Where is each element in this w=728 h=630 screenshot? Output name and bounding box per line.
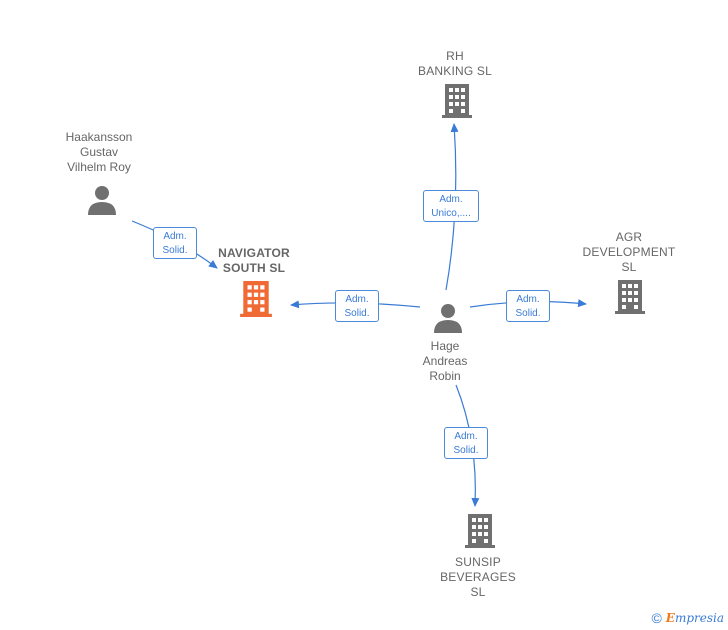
edge-label-line1: Adm. [516,294,540,305]
building-icon[interactable] [240,281,272,317]
edge-label-hage-rh-banking[interactable]: Adm. Unico,.... [423,190,479,222]
building-icon[interactable] [442,84,472,118]
copyright-icon: © [651,610,662,626]
edge-label-haakansson-navigator[interactable]: Adm. Solid. [153,227,197,259]
node-navigator-label[interactable]: NAVIGATOR SOUTH SL [218,246,290,275]
brand-logo: Empresia [666,611,724,625]
footer-brand: © Empresia [651,610,724,626]
node-hage-label[interactable]: Hage Andreas Robin [422,339,468,383]
person-icon[interactable] [433,303,463,333]
node-sunsip-label[interactable]: SUNSIP BEVERAGES SL [440,555,516,599]
edge-label-line2: Unico,.... [431,208,471,219]
edge-label-hage-agr[interactable]: Adm. Solid. [506,290,550,322]
edge-label-line1: Adm. [345,294,369,305]
edge-label-line2: Solid. [162,245,188,256]
edge-label-hage-navigator[interactable]: Adm. Solid. [335,290,379,322]
building-icon[interactable] [465,514,495,548]
edge-label-line1: Adm. [439,194,463,205]
edge-label-line1: Adm. [454,431,478,442]
edge-label-hage-sunsip[interactable]: Adm. Solid. [444,427,488,459]
edge-label-line1: Adm. [163,231,187,242]
brand-name: mpresia [674,611,724,625]
edge-label-line2: Solid. [344,308,370,319]
edge-label-line2: Solid. [453,445,479,456]
edge-label-line2: Solid. [515,308,541,319]
node-agr-label[interactable]: AGR DEVELOPMENT SL [582,230,676,274]
node-haakansson-label[interactable]: Haakansson Gustav Vilhelm Roy [65,130,133,174]
building-icon[interactable] [615,280,645,314]
brand-initial: E [665,611,675,625]
node-rh-banking-label[interactable]: RH BANKING SL [417,49,493,78]
person-icon[interactable] [87,185,117,215]
